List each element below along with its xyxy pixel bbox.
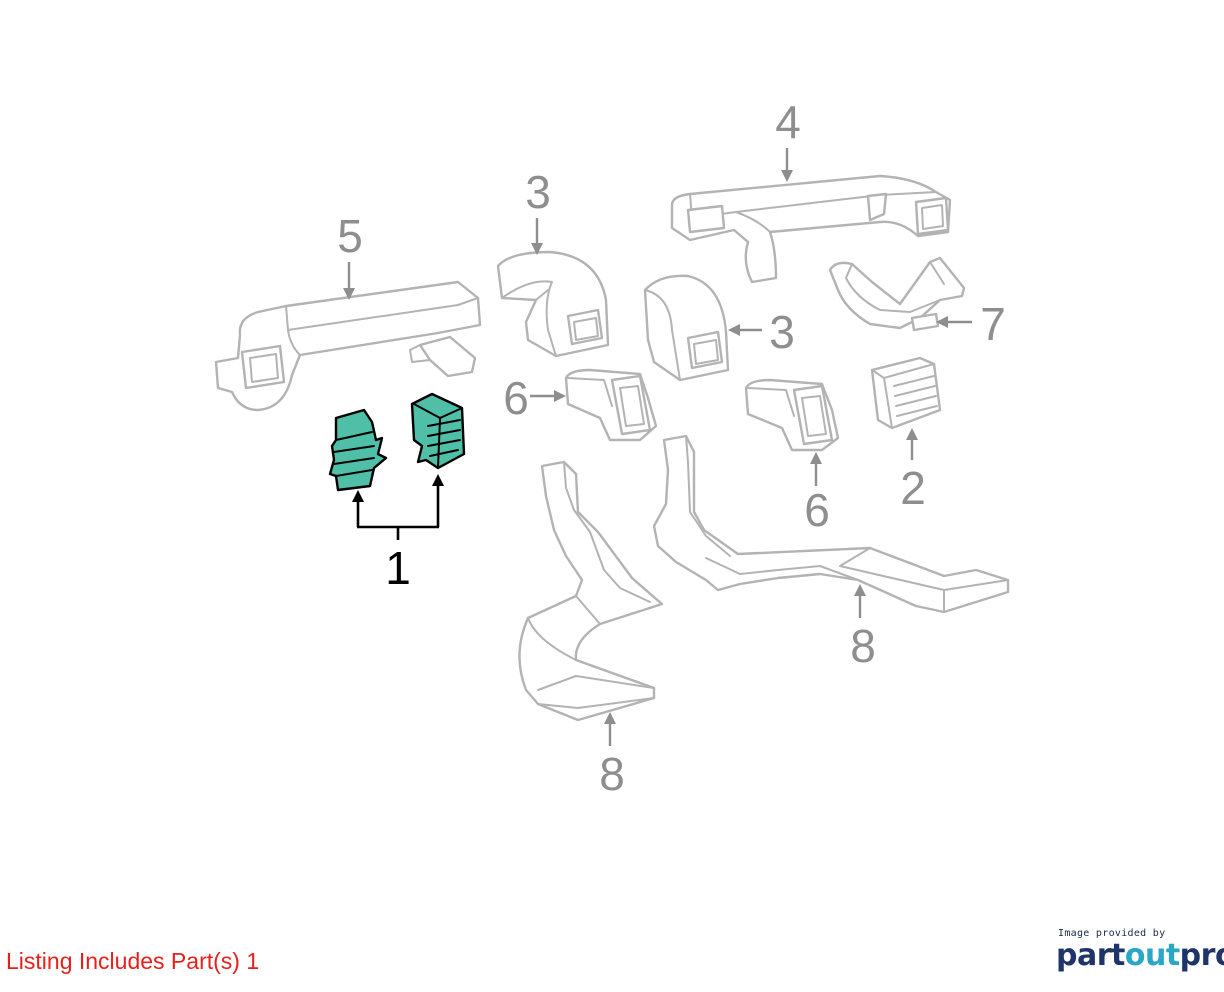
brand-pro: pro bbox=[1179, 938, 1224, 973]
image-credit: Image provided by partoutpro bbox=[1056, 928, 1224, 973]
brand-part: part bbox=[1056, 938, 1125, 973]
callout-4-label: 4 bbox=[775, 96, 801, 148]
callout-3b: 3 bbox=[728, 306, 795, 358]
part-8-duct-a bbox=[518, 460, 664, 722]
callout-2-label: 2 bbox=[900, 462, 926, 514]
callout-6a-label: 6 bbox=[503, 372, 529, 424]
callout-1: 1 bbox=[352, 474, 444, 594]
callout-7: 7 bbox=[936, 298, 1006, 350]
partoutpro-logo: partoutpro bbox=[1056, 938, 1224, 973]
part-3-housing-a bbox=[496, 250, 610, 358]
part-3-housing-b bbox=[643, 274, 730, 382]
credit-caption: Image provided by bbox=[1058, 928, 1166, 939]
callout-4: 4 bbox=[775, 96, 801, 182]
callout-3b-label: 3 bbox=[769, 306, 795, 358]
part-8-duct-b bbox=[652, 434, 1010, 614]
callout-7-label: 7 bbox=[980, 298, 1006, 350]
part-6-vent-a bbox=[564, 368, 658, 442]
callout-3a-label: 3 bbox=[525, 166, 551, 218]
listing-note: Listing Includes Part(s) 1 bbox=[6, 948, 260, 974]
part-1-vent-left bbox=[328, 408, 388, 492]
callout-1-label: 1 bbox=[385, 542, 411, 594]
part-1-vent-right bbox=[410, 392, 466, 470]
callout-6b-label: 6 bbox=[804, 484, 830, 536]
callout-8a: 8 bbox=[599, 712, 625, 800]
callout-5-label: 5 bbox=[337, 210, 363, 262]
callout-8b-label: 8 bbox=[850, 620, 876, 672]
part-5-duct bbox=[214, 280, 482, 412]
callout-8a-label: 8 bbox=[599, 748, 625, 800]
callout-8b: 8 bbox=[850, 584, 876, 672]
part-4-duct bbox=[670, 174, 952, 284]
part-2-vent bbox=[870, 356, 942, 430]
callout-3a: 3 bbox=[525, 166, 551, 255]
callout-2: 2 bbox=[900, 428, 926, 514]
brand-out: out bbox=[1124, 938, 1180, 973]
part-6-vent-b bbox=[744, 378, 840, 452]
callout-6a: 6 bbox=[503, 372, 566, 424]
callout-6b: 6 bbox=[804, 452, 830, 536]
part-7-duct bbox=[828, 256, 966, 332]
callout-5: 5 bbox=[337, 210, 363, 300]
